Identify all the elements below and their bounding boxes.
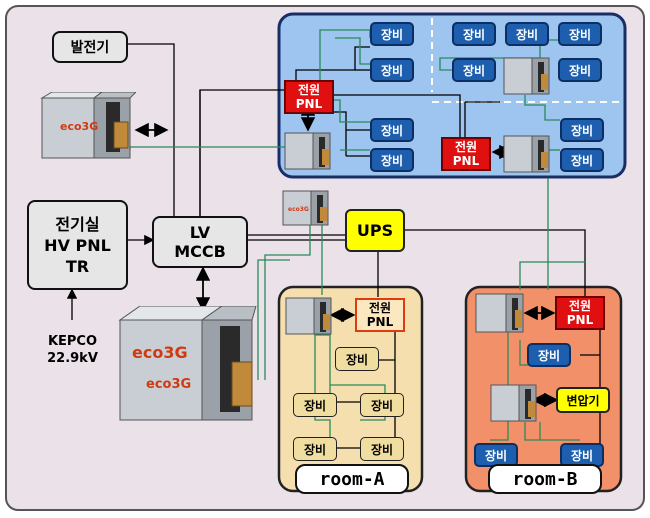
ups-cabinet-icon	[503, 57, 550, 95]
room-a-label: room-A	[295, 464, 409, 494]
transformer-box: 변압기	[556, 387, 610, 413]
generator-box: 발전기	[52, 31, 128, 63]
server-room-device: 장비	[370, 22, 414, 46]
power-panel: 전원 PNL	[284, 80, 334, 114]
ups-cabinet-icon	[285, 297, 332, 335]
ups-cabinet-icon	[503, 135, 550, 173]
server-room-device: 장비	[370, 148, 414, 172]
room-b-device: 장비	[527, 343, 571, 367]
server-room-device: 장비	[370, 58, 414, 82]
room-a-device: 장비	[293, 393, 337, 417]
room-a-device: 장비	[293, 437, 337, 461]
svg-text:eco3G: eco3G	[60, 120, 98, 133]
lv-mccb-box: LV MCCB	[152, 216, 248, 268]
server-room-device: 장비	[558, 22, 602, 46]
server-room-device: 장비	[370, 118, 414, 142]
ups-cabinet-icon	[475, 293, 524, 333]
server-room-device: 장비	[452, 58, 496, 82]
ups-box: UPS	[345, 209, 405, 252]
room-a-device: 장비	[335, 347, 379, 371]
ups-cabinet-icon: eco3G	[40, 92, 136, 159]
room-b-device: 장비	[560, 443, 604, 467]
ups-cabinet-icon	[490, 384, 537, 422]
ups-cabinet-icon: eco3G eco3G	[118, 306, 257, 421]
room-a-power-panel: 전원 PNL	[355, 298, 405, 332]
svg-text:eco3G: eco3G	[288, 206, 309, 213]
svg-text:eco3G: eco3G	[132, 343, 188, 362]
ups-cabinet-icon: eco3G	[282, 190, 329, 226]
room-b-label: room-B	[488, 464, 602, 494]
room-b-power-panel: 전원 PNL	[555, 296, 605, 330]
power-room-box: 전기실 HV PNL TR	[27, 200, 128, 290]
power-panel: 전원 PNL	[441, 137, 491, 171]
room-a-device: 장비	[360, 437, 404, 461]
svg-text:eco3G: eco3G	[146, 377, 191, 392]
server-room-device: 장비	[558, 58, 602, 82]
server-room-device: 장비	[560, 118, 604, 142]
server-room-device: 장비	[560, 148, 604, 172]
server-room-device: 장비	[505, 22, 549, 46]
kepco-label: KEPCO 22.9kV	[47, 334, 98, 366]
ups-cabinet-icon	[284, 132, 331, 170]
room-a-device: 장비	[360, 393, 404, 417]
server-room-device: 장비	[452, 22, 496, 46]
